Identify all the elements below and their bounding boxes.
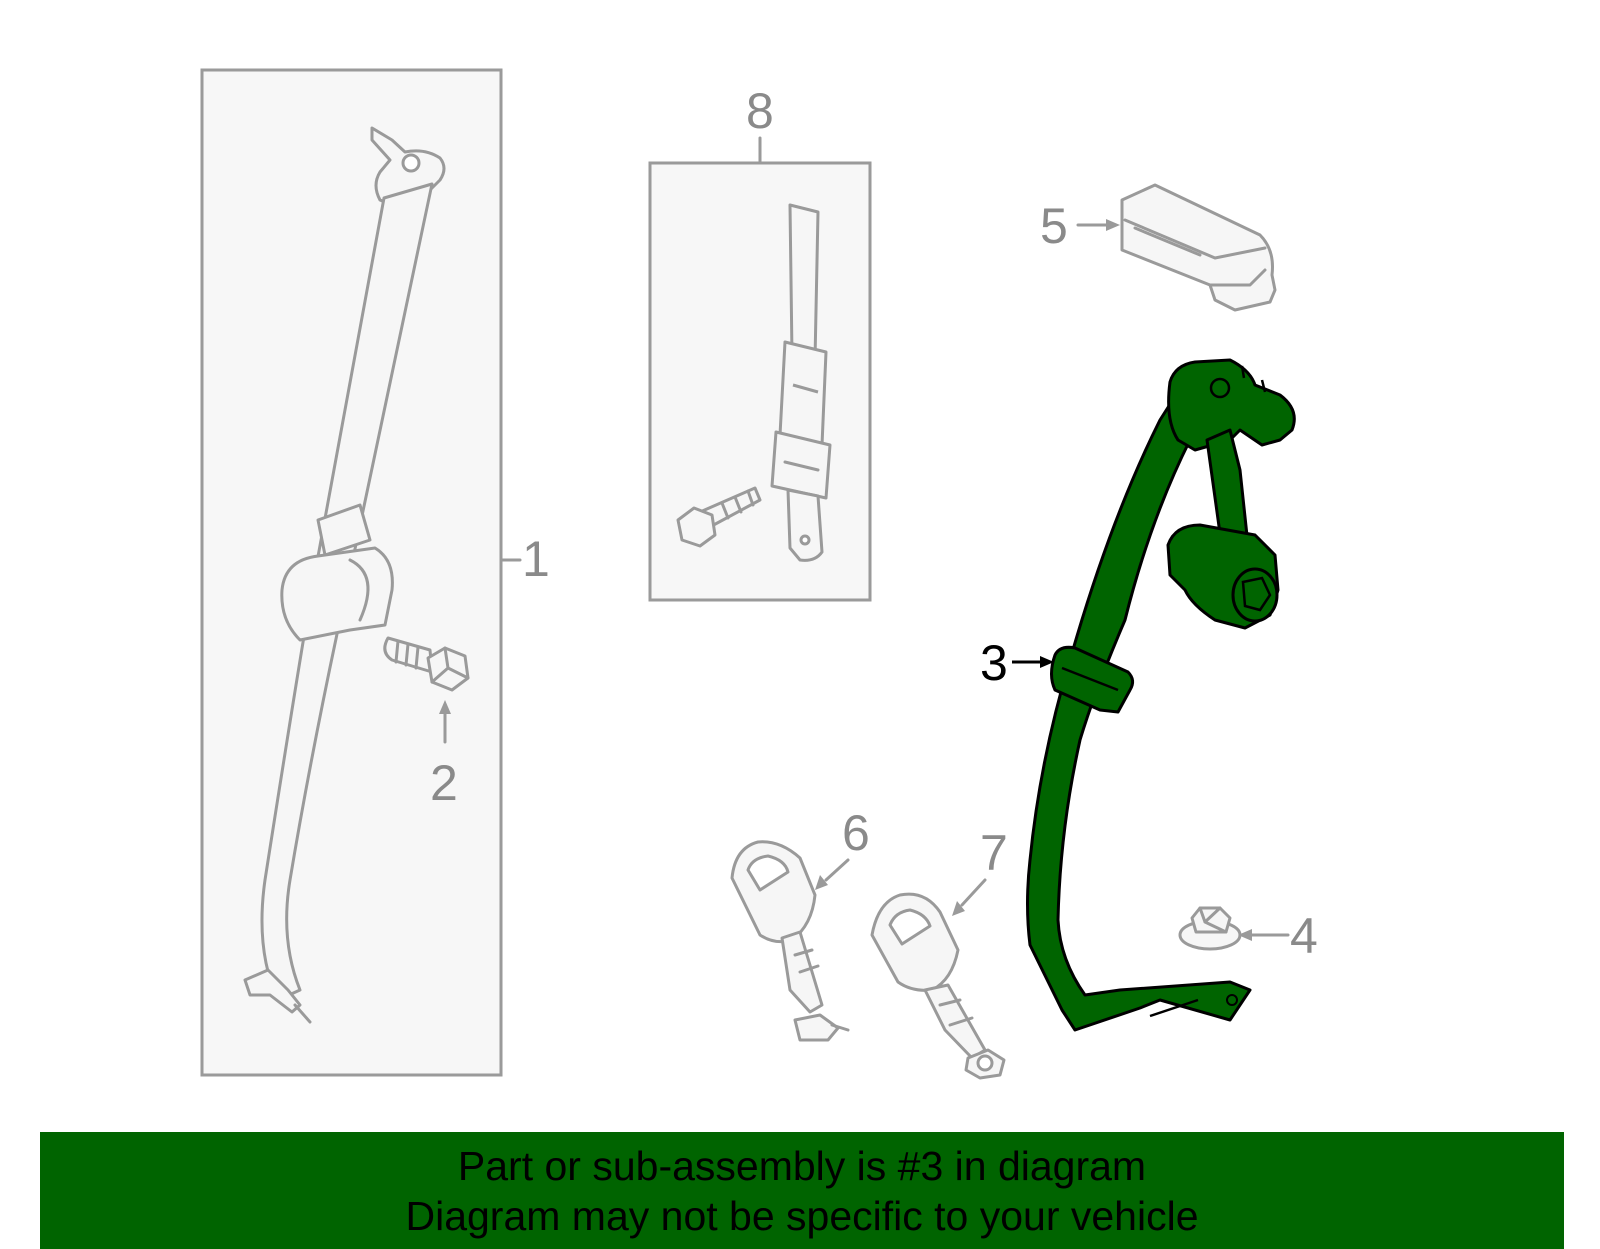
- callout-3: 3: [980, 635, 1008, 691]
- banner-line-1: Part or sub-assembly is #3 in diagram: [457, 1142, 1147, 1189]
- callout-4: 4: [1290, 908, 1318, 964]
- callout-5: 5: [1040, 198, 1068, 254]
- callout-7: 7: [980, 825, 1008, 881]
- banner-line-2: Diagram may not be specific to your vehi…: [405, 1192, 1199, 1239]
- part-2-bolt[interactable]: [383, 636, 470, 692]
- callout-6: 6: [842, 805, 870, 861]
- info-banner: Part or sub-assembly is #3 in diagram Di…: [40, 1132, 1564, 1249]
- callout-2: 2: [430, 755, 458, 811]
- part-8-strap-kit[interactable]: [648, 161, 872, 602]
- part-1-seat-belt-assembly[interactable]: [200, 68, 503, 1077]
- part-5-cover[interactable]: [1120, 183, 1277, 312]
- callout-1: 1: [522, 531, 550, 587]
- part-4-nut[interactable]: [1178, 906, 1242, 951]
- part-3-retractor-belt[interactable]: [1026, 358, 1296, 1032]
- callout-8: 8: [746, 83, 774, 139]
- part-7-buckle[interactable]: [870, 892, 1006, 1080]
- part-6-buckle[interactable]: [730, 840, 850, 1042]
